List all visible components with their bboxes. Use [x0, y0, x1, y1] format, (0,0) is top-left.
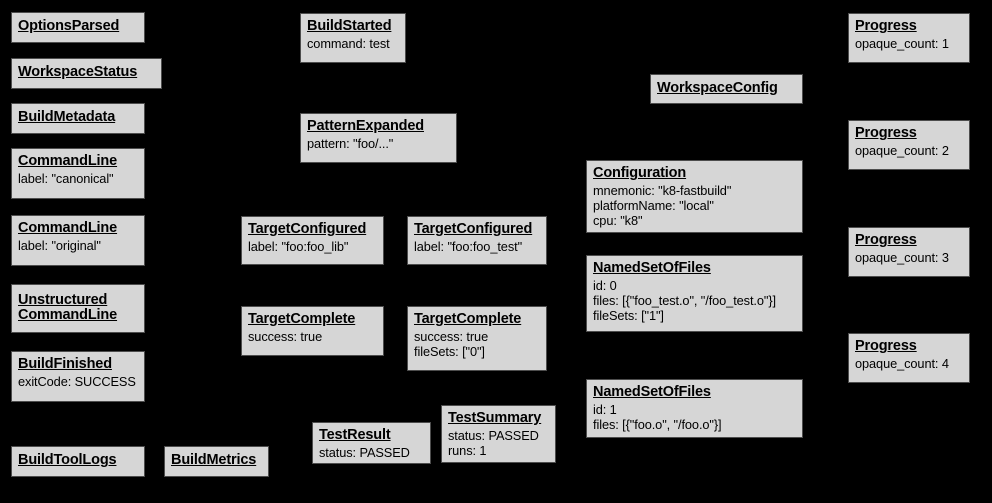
event-node-fields: exitCode: SUCCESS: [18, 374, 138, 389]
event-node-title: Progress: [855, 125, 917, 141]
event-node-progress-2[interactable]: Progress opaque_count: 2: [848, 120, 970, 170]
event-node-field: opaque_count: 2: [855, 143, 949, 159]
event-node-field: success: true: [414, 329, 489, 345]
event-node-field: success: true: [248, 329, 323, 345]
event-node-title: TestResult: [319, 427, 391, 443]
event-node-field: id: 0: [593, 278, 617, 294]
event-node-field: exitCode: SUCCESS: [18, 374, 136, 390]
event-node-field: opaque_count: 3: [855, 250, 949, 266]
event-node-field: pattern: "foo/...": [307, 136, 394, 152]
event-node-title: Progress: [855, 338, 917, 354]
event-node-field: label: "foo:foo_lib": [248, 239, 349, 255]
event-node-fields: success: true: [248, 329, 377, 344]
event-node-fields: label: "foo:foo_test": [414, 239, 540, 254]
event-node-build-metadata[interactable]: BuildMetadata: [11, 103, 145, 134]
event-node-field: files: [{"foo.o", "/foo.o"}]: [593, 417, 722, 433]
event-node-workspace-config[interactable]: WorkspaceConfig: [650, 74, 803, 104]
event-node-configuration[interactable]: Configuration mnemonic: "k8-fastbuild"pla…: [586, 160, 803, 233]
event-node-title: Unstructured CommandLine: [18, 291, 118, 323]
event-node-field: runs: 1: [448, 443, 487, 459]
event-node-fields: label: "foo:foo_lib": [248, 239, 377, 254]
event-node-field: opaque_count: 4: [855, 356, 949, 372]
event-node-fields: mnemonic: "k8-fastbuild"platformName: "l…: [593, 183, 796, 228]
event-node-target-configured-foo-lib[interactable]: TargetConfigured label: "foo:foo_lib": [241, 216, 384, 265]
event-node-field: status: PASSED: [448, 428, 539, 444]
event-node-fields: command: test: [307, 36, 399, 51]
event-node-title: Configuration: [593, 165, 687, 181]
event-node-title: NamedSetOfFiles: [593, 384, 711, 400]
event-node-fields: label: "original": [18, 238, 138, 253]
event-node-title: BuildToolLogs: [18, 452, 117, 469]
event-node-field: label: "foo:foo_test": [414, 239, 523, 255]
event-node-field: platformName: "local": [593, 198, 714, 214]
event-node-field: status: PASSED: [319, 445, 410, 461]
event-node-title: TargetConfigured: [248, 221, 367, 237]
event-node-fields: opaque_count: 1: [855, 36, 963, 51]
event-node-field: files: [{"foo_test.o", "/foo_test.o"}]: [593, 293, 776, 309]
event-node-progress-3[interactable]: Progress opaque_count: 3: [848, 227, 970, 277]
event-node-title: PatternExpanded: [307, 118, 424, 134]
event-node-fields: opaque_count: 4: [855, 356, 963, 371]
event-node-title: CommandLine: [18, 153, 118, 169]
event-node-fields: label: "canonical": [18, 171, 138, 186]
event-node-title: BuildMetrics: [171, 452, 257, 469]
event-node-title: Progress: [855, 232, 917, 248]
event-node-workspace-status[interactable]: WorkspaceStatus: [11, 58, 162, 89]
event-node-title: TargetComplete: [414, 311, 522, 327]
event-node-test-result[interactable]: TestResult status: PASSED: [312, 422, 431, 464]
event-node-title: Progress: [855, 18, 917, 34]
event-node-build-metrics[interactable]: BuildMetrics: [164, 446, 269, 477]
event-node-title: WorkspaceConfig: [657, 79, 778, 96]
event-node-progress-4[interactable]: Progress opaque_count: 4: [848, 333, 970, 383]
event-node-field: mnemonic: "k8-fastbuild": [593, 183, 732, 199]
event-node-title: BuildStarted: [307, 18, 392, 34]
event-node-title: OptionsParsed: [18, 18, 120, 35]
event-node-title: WorkspaceStatus: [18, 64, 138, 81]
event-node-title: CommandLine: [18, 220, 118, 236]
event-node-fields: opaque_count: 3: [855, 250, 963, 265]
event-node-target-configured-foo-test[interactable]: TargetConfigured label: "foo:foo_test": [407, 216, 547, 265]
event-node-title: NamedSetOfFiles: [593, 260, 711, 276]
event-node-title: BuildMetadata: [18, 109, 116, 126]
event-node-fields: status: PASSED: [319, 445, 424, 460]
event-node-title: TargetConfigured: [414, 221, 533, 237]
event-node-build-tool-logs[interactable]: BuildToolLogs: [11, 446, 145, 477]
event-node-field: label: "original": [18, 238, 101, 254]
event-node-title: TargetComplete: [248, 311, 356, 327]
event-node-command-line-original[interactable]: CommandLine label: "original": [11, 215, 145, 266]
event-node-field: opaque_count: 1: [855, 36, 949, 52]
event-node-unstructured-command-line[interactable]: Unstructured CommandLine: [11, 284, 145, 333]
event-node-field: label: "canonical": [18, 171, 114, 187]
event-node-field: cpu: "k8": [593, 213, 643, 229]
event-node-build-started[interactable]: BuildStarted command: test: [300, 13, 406, 63]
event-node-fields: pattern: "foo/...": [307, 136, 450, 151]
event-node-field: command: test: [307, 36, 390, 52]
event-node-progress-1[interactable]: Progress opaque_count: 1: [848, 13, 970, 63]
event-node-build-finished[interactable]: BuildFinished exitCode: SUCCESS: [11, 351, 145, 402]
event-node-field: id: 1: [593, 402, 617, 418]
event-node-command-line-canonical[interactable]: CommandLine label: "canonical": [11, 148, 145, 199]
event-node-field: fileSets: ["1"]: [593, 308, 664, 324]
event-node-field: fileSets: ["0"]: [414, 344, 485, 360]
event-node-title: BuildFinished: [18, 356, 112, 372]
event-node-title: TestSummary: [448, 410, 542, 426]
event-node-options-parsed[interactable]: OptionsParsed: [11, 12, 145, 43]
event-node-fields: opaque_count: 2: [855, 143, 963, 158]
event-node-pattern-expanded[interactable]: PatternExpanded pattern: "foo/...": [300, 113, 457, 163]
event-node-target-complete-foo-lib[interactable]: TargetComplete success: true: [241, 306, 384, 356]
